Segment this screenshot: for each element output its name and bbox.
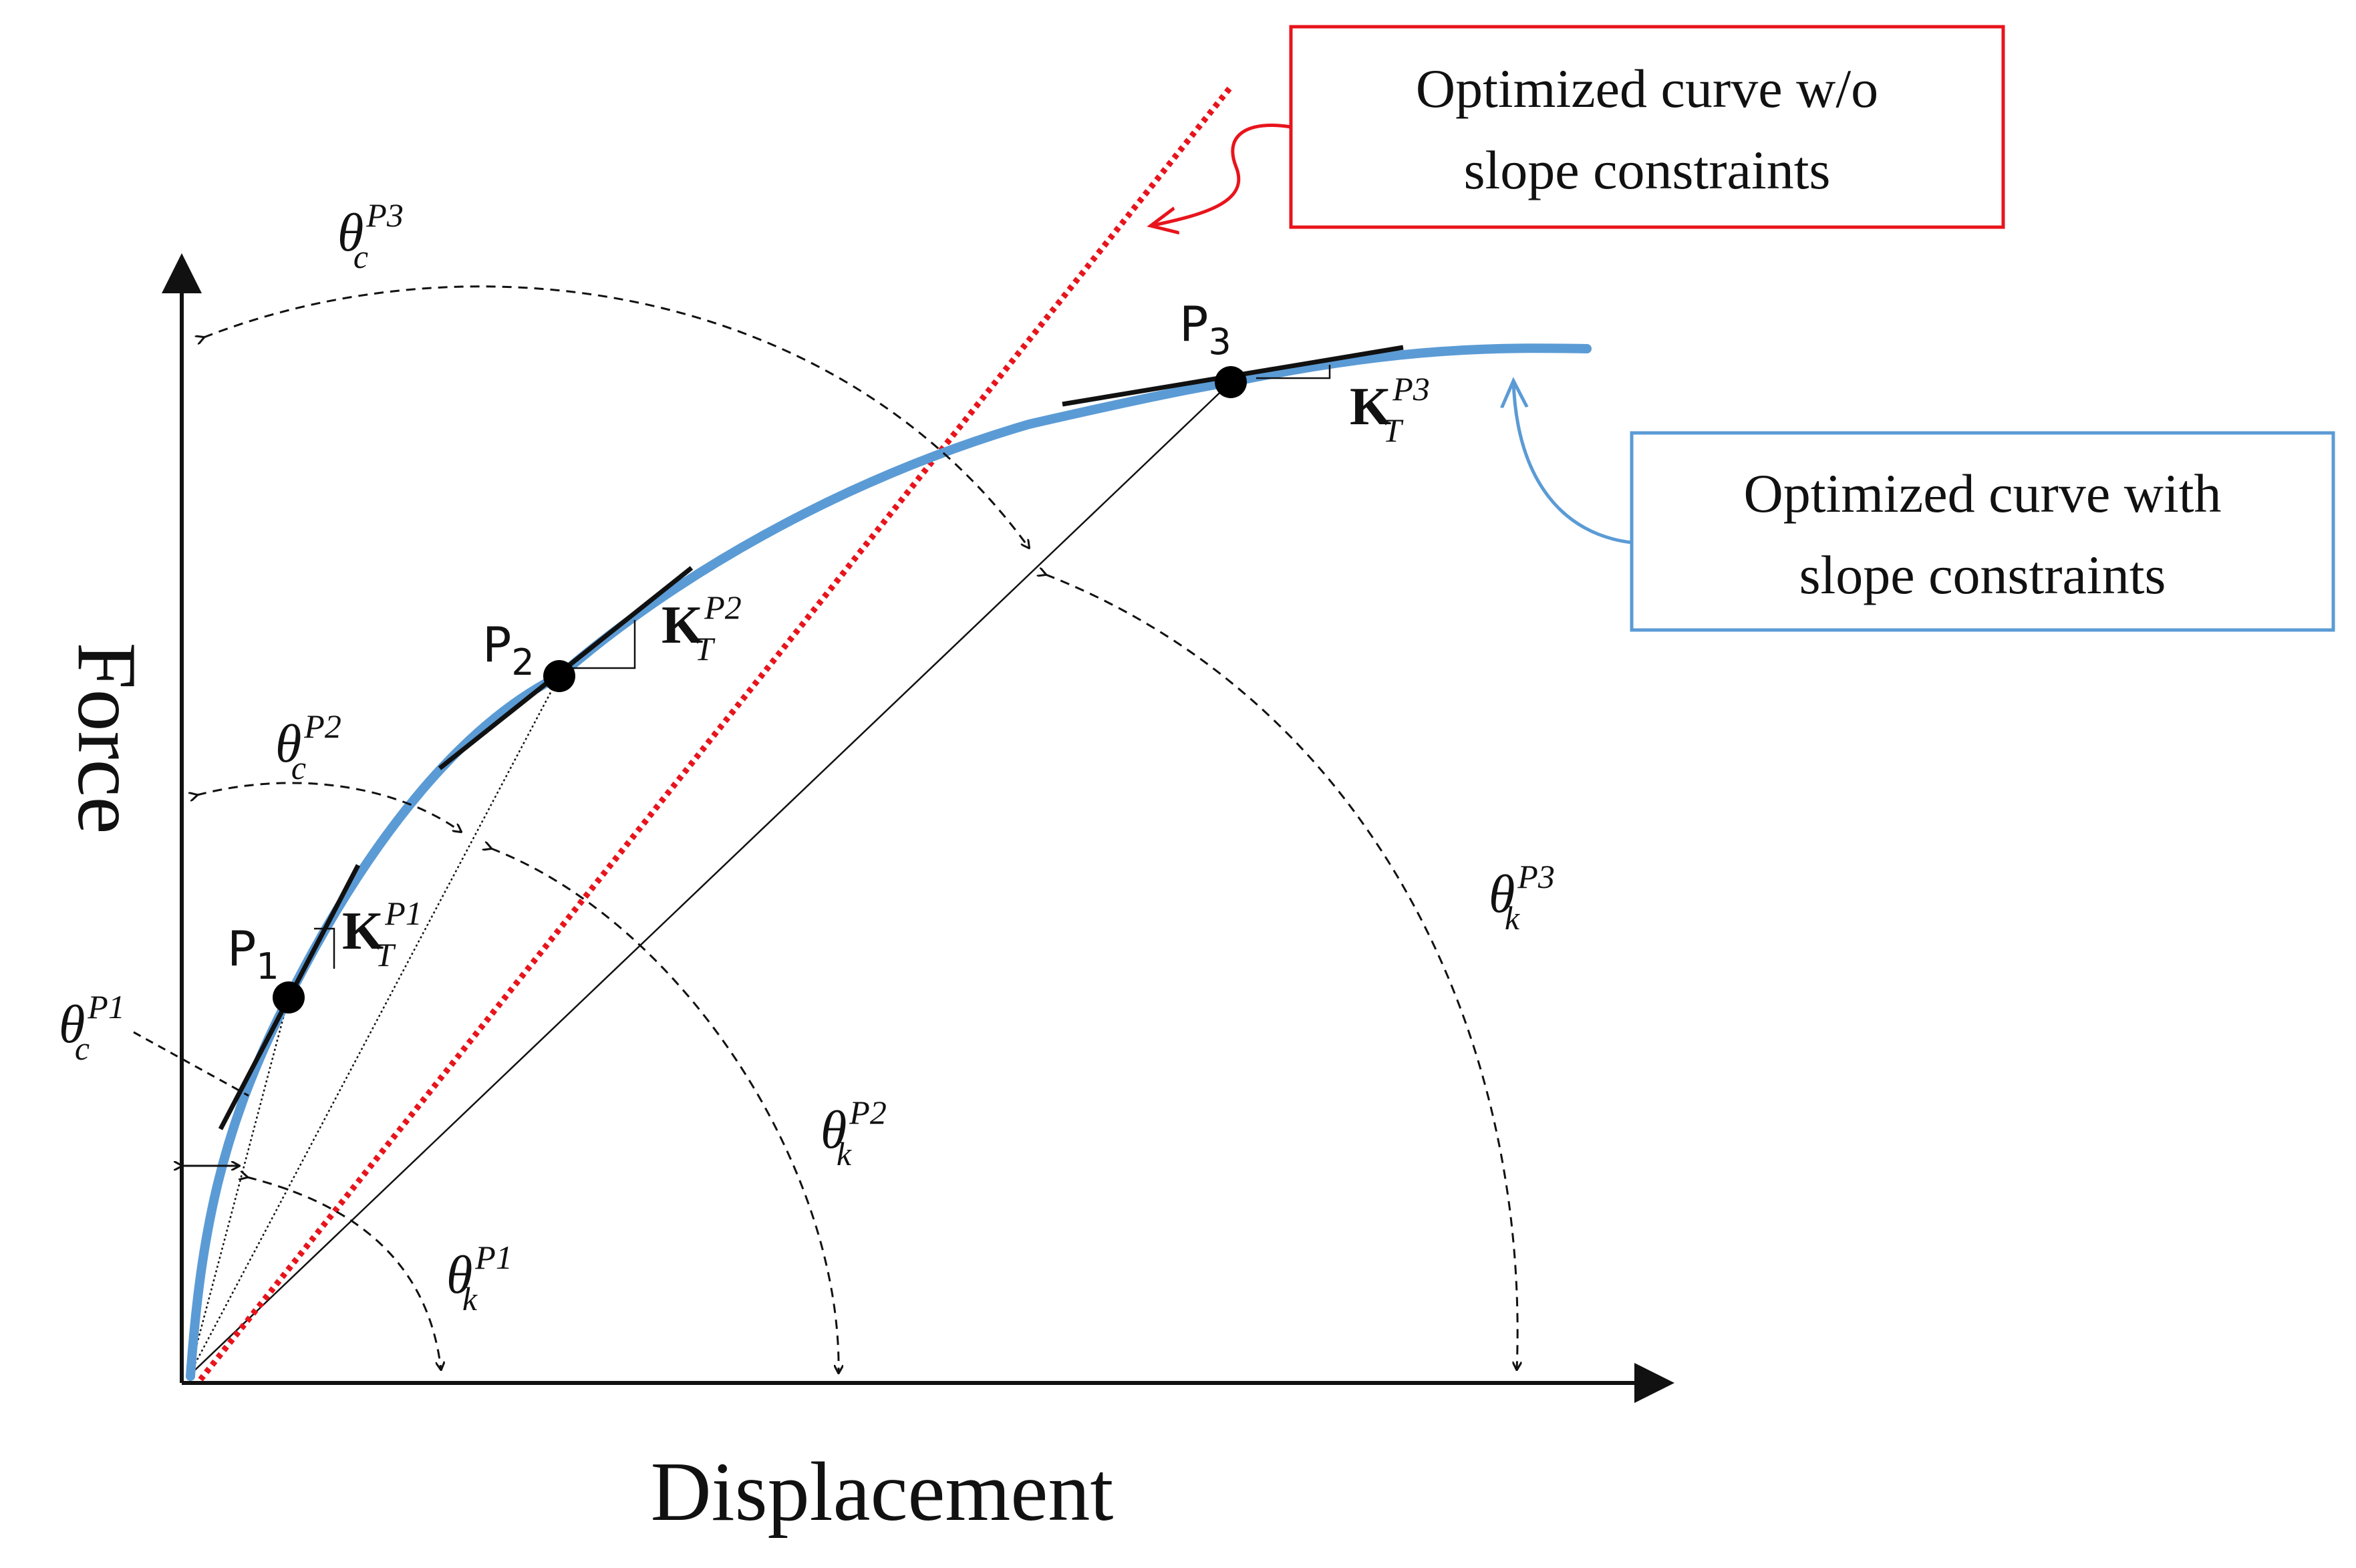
y-axis-label: Force xyxy=(60,643,153,834)
point-p1 xyxy=(273,981,305,1013)
secant-line-p3 xyxy=(188,381,1231,1377)
point-p2 xyxy=(543,660,575,692)
theta-k-p1-arc xyxy=(247,1177,441,1370)
point-label-p2: P2 xyxy=(482,617,535,683)
slope-marker-p3 xyxy=(1256,365,1331,379)
unconstrained-callout-box xyxy=(1289,25,2005,229)
theta-c-p1-leader xyxy=(133,1031,249,1097)
constrained-callout-line1: Optimized curve with xyxy=(1743,463,2221,524)
secant-line-p1 xyxy=(187,997,290,1377)
unconstrained-callout-line2: slope constraints xyxy=(1464,140,1831,200)
unconstrained-callout-line1: Optimized curve w/o xyxy=(1416,58,1878,119)
theta-c-p2-arc xyxy=(197,782,461,832)
theta-k-p3-arc xyxy=(1046,575,1517,1370)
unconstrained-curve-line xyxy=(198,85,1233,1382)
point-label-p3: P3 xyxy=(1179,296,1231,363)
slope-marker-p2 xyxy=(568,620,636,669)
point-label-p1: P1 xyxy=(227,921,279,987)
point-p3 xyxy=(1215,366,1247,398)
theta-k-p2-arc xyxy=(491,848,839,1373)
constrained-callout-arrow xyxy=(1513,381,1632,544)
x-axis-label: Displacement xyxy=(651,1446,1114,1539)
unconstrained-callout-arrow xyxy=(1151,124,1292,226)
theta-c-p3-arc xyxy=(204,285,1029,548)
constrained-callout-box xyxy=(1630,431,2335,632)
constrained-callout-line2: slope constraints xyxy=(1799,544,2166,605)
constrained-curve xyxy=(186,343,1592,1381)
slope-marker-p1 xyxy=(314,927,335,969)
